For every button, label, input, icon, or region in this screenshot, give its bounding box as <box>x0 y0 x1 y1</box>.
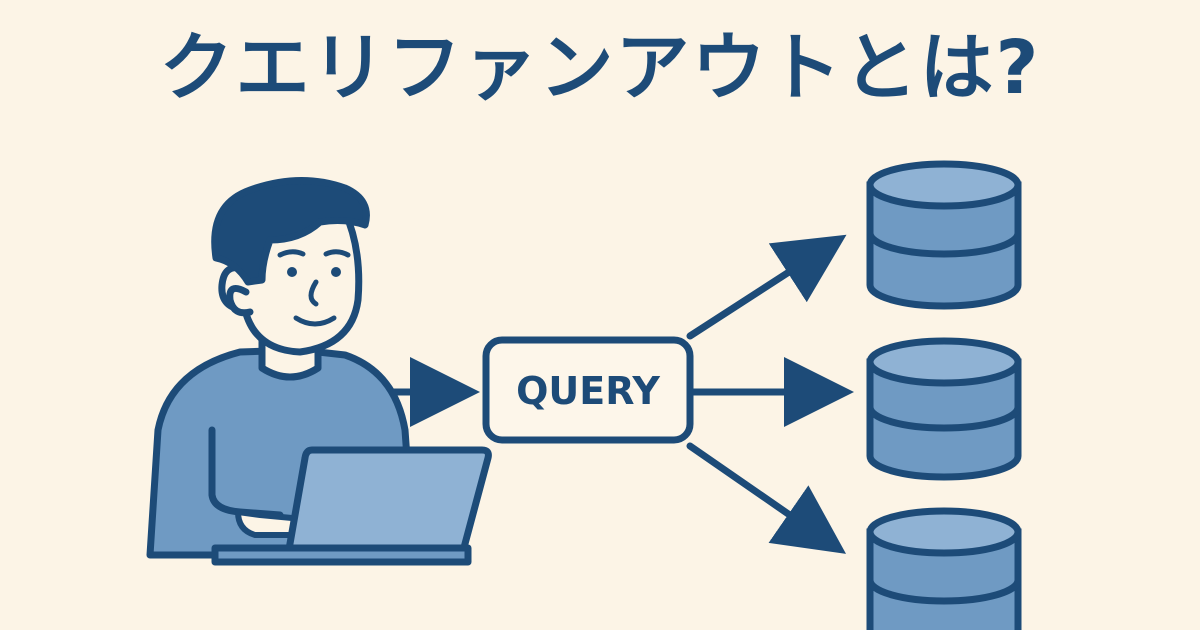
database-icon <box>866 507 1022 630</box>
person-nose <box>308 279 319 307</box>
person-hair <box>211 177 370 286</box>
person-left-brow <box>277 249 306 258</box>
query-label: QUERY <box>516 369 660 413</box>
laptop-base <box>211 544 472 566</box>
person-ear <box>226 284 254 317</box>
arrow-query-to-database-1 <box>686 234 847 340</box>
laptop-screen <box>284 446 492 559</box>
person-right-eye <box>331 267 341 277</box>
database-icon <box>866 160 1022 310</box>
arrow-query-to-database-3 <box>686 442 847 554</box>
laptop-illustration <box>211 446 492 566</box>
database-icon <box>866 337 1022 481</box>
person-right-brow <box>323 249 351 258</box>
page-title: クエリファンアウトとは? <box>159 25 1041 111</box>
person-mouth <box>293 315 337 327</box>
query-box: QUERY <box>482 336 694 444</box>
person-left-eye <box>287 267 297 277</box>
person-hand <box>235 509 299 538</box>
